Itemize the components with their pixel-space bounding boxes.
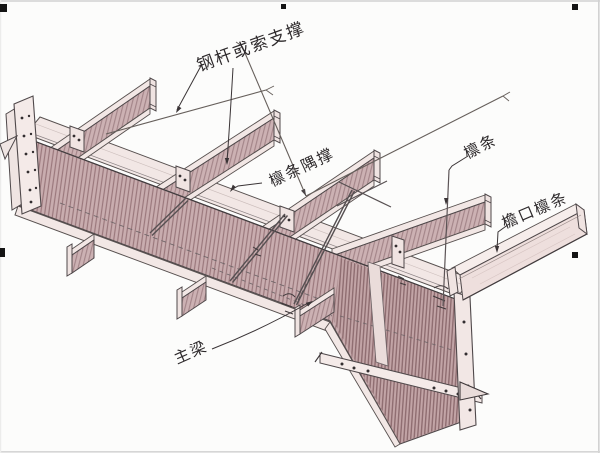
- leader-purlin: [444, 155, 469, 205]
- web-stiffener: [367, 261, 389, 367]
- haunch-edge: [324, 321, 401, 448]
- scan-mark: [281, 4, 286, 9]
- connection-scribbles: [252, 246, 449, 315]
- scan-marks: [0, 4, 578, 258]
- leader-eave-purlin: [494, 223, 510, 253]
- rod-bracing: [105, 41, 511, 197]
- cleat-1: [69, 125, 85, 153]
- scan-mark: [572, 252, 578, 258]
- main-beam-haunch-web: [334, 258, 464, 443]
- purlin-cleats: [69, 125, 405, 269]
- main-beam: [0, 95, 490, 448]
- scan-mark: [0, 248, 5, 257]
- purlin-front-stubs: [66, 233, 335, 338]
- end-gusset: [459, 381, 490, 401]
- scan-mark: [572, 4, 578, 10]
- cleat-3: [279, 205, 295, 233]
- label-purlin: 檩条: [461, 130, 501, 163]
- purlin-3-front-stub: [176, 275, 207, 320]
- cleat-4: [391, 235, 405, 269]
- callout-leaders: [176, 63, 510, 350]
- knee-braces: [149, 180, 392, 306]
- beam-left-end-plate: [0, 95, 42, 215]
- sag-rod: [442, 169, 450, 307]
- left-flag: [0, 134, 19, 161]
- leader-bracing: [176, 63, 234, 165]
- leader-knee-brace: [230, 182, 263, 192]
- label-main-beam: 主梁: [171, 337, 210, 368]
- beam-end-plate: [453, 291, 490, 431]
- cleat-2: [175, 165, 191, 193]
- purlin-2-front-stub: [66, 233, 95, 277]
- leader-main-beam: [211, 301, 313, 350]
- scan-mark: [0, 4, 7, 12]
- purlin-4-front-stub: [294, 287, 335, 338]
- eave-purlin-channel: [446, 202, 588, 301]
